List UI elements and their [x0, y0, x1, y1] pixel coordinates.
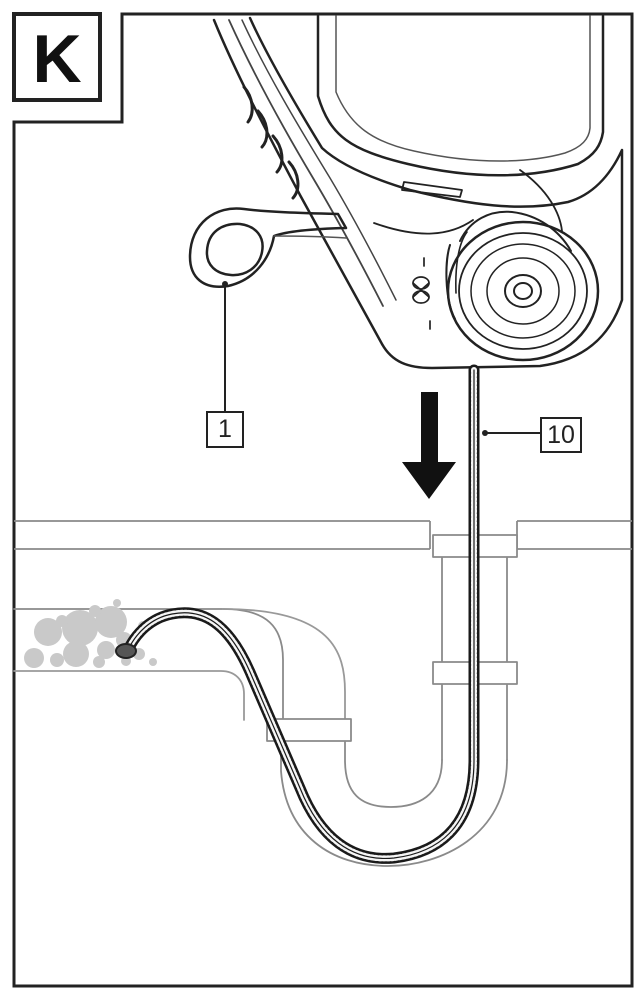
panel-letter: K [32, 21, 81, 97]
callout-label-handle: 1 [218, 415, 232, 443]
callout-dot-handle [222, 281, 228, 287]
callout-label-cable: 10 [547, 421, 575, 449]
callout-dot-cable [482, 430, 488, 436]
